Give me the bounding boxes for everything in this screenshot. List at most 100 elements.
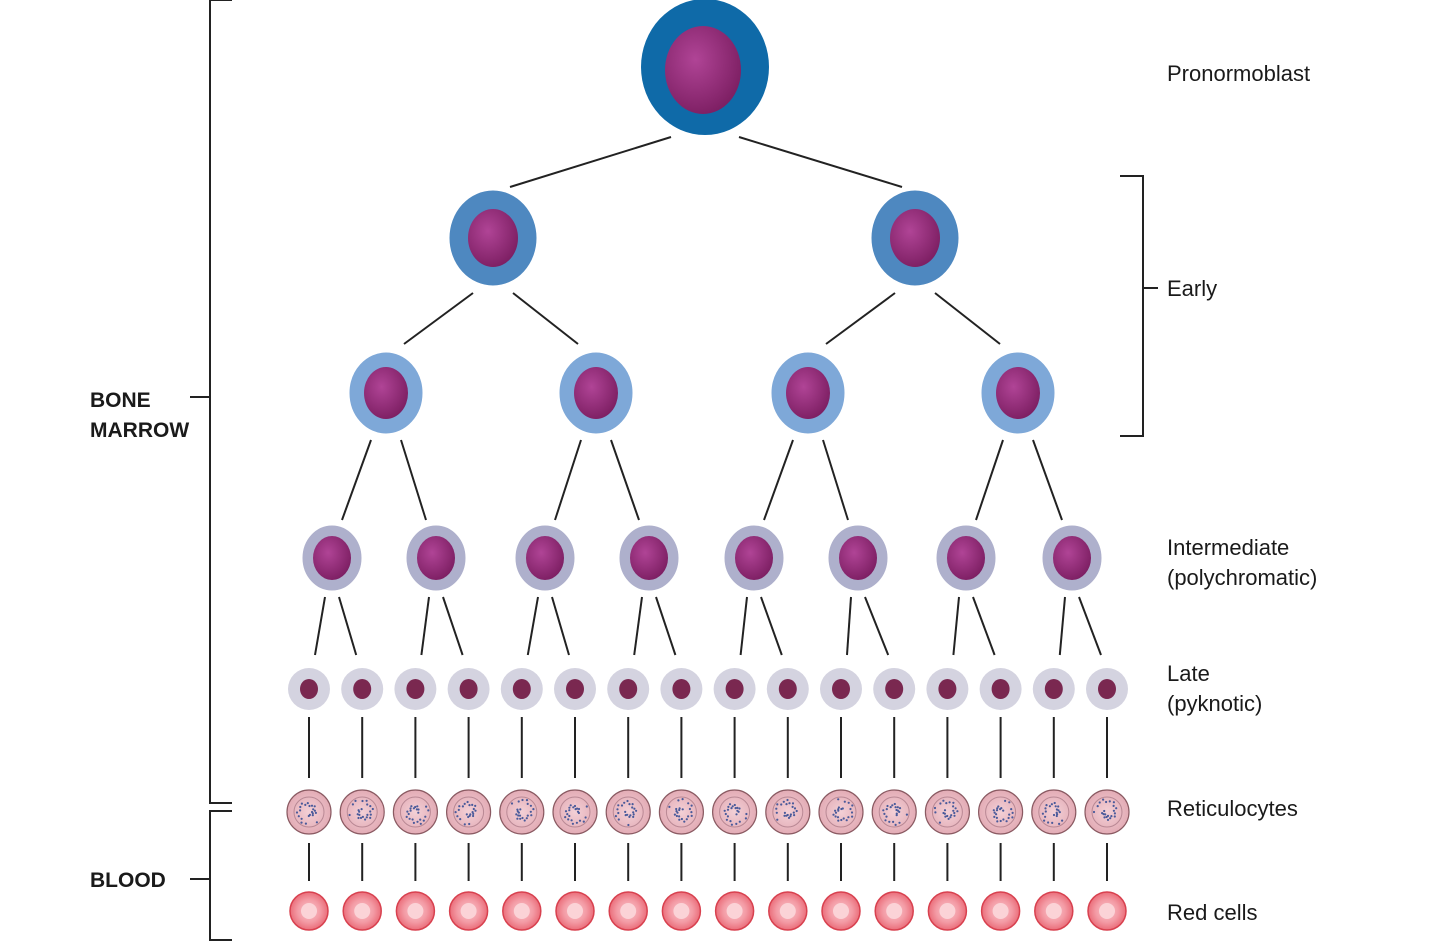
red-cell bbox=[661, 891, 702, 931]
reticulum-dot bbox=[690, 814, 693, 818]
reticulum-dot bbox=[1011, 811, 1014, 815]
reticulum-dot bbox=[1045, 804, 1048, 807]
cell-center bbox=[513, 903, 530, 919]
label-line: MARROW bbox=[90, 419, 190, 442]
reticulum-dot bbox=[733, 803, 736, 807]
reticulum-dot bbox=[952, 809, 955, 812]
reticulum-dot bbox=[723, 809, 726, 812]
cell-ring bbox=[825, 796, 857, 828]
reticulum-dot bbox=[300, 802, 303, 805]
reticulum-dot bbox=[894, 823, 897, 827]
cell-ring bbox=[931, 796, 963, 828]
reticulum-dot bbox=[369, 816, 372, 820]
reticulocyte-cell bbox=[924, 789, 971, 835]
connector-line bbox=[442, 596, 464, 656]
cell-nucleus bbox=[832, 679, 850, 699]
reticulocyte-cell bbox=[339, 789, 385, 835]
reticulum-dot bbox=[472, 807, 475, 811]
reticulum-dot bbox=[1098, 801, 1101, 804]
reticulum-dot bbox=[898, 807, 902, 810]
reticulum-dot bbox=[782, 800, 785, 803]
reticulum-dot bbox=[834, 815, 837, 818]
red-cell bbox=[395, 891, 436, 931]
reticulum-dot bbox=[776, 803, 779, 806]
reticulum-dot bbox=[564, 810, 568, 813]
reticulum-dot bbox=[463, 823, 466, 826]
cell-nucleus bbox=[630, 536, 668, 580]
connector-line bbox=[314, 596, 326, 656]
connector-line bbox=[825, 292, 896, 345]
reticulum-dot bbox=[1007, 816, 1010, 820]
reticulum-dot bbox=[472, 814, 475, 818]
reticulum-dot bbox=[883, 812, 886, 816]
connector-line bbox=[512, 292, 579, 345]
connector-line bbox=[864, 596, 890, 656]
connector-line bbox=[610, 439, 640, 521]
reticulum-dot bbox=[1010, 808, 1013, 811]
cell-body bbox=[552, 789, 598, 835]
reticulum-dot bbox=[369, 810, 372, 813]
reticulum-dot bbox=[616, 808, 619, 811]
reticulum-dot bbox=[734, 807, 737, 810]
reticulum-dot bbox=[677, 799, 680, 802]
reticulum-dot bbox=[1108, 800, 1111, 803]
cell-nucleus bbox=[778, 679, 797, 699]
reticulum-dot bbox=[627, 823, 630, 827]
connector-line bbox=[341, 439, 372, 521]
red-cell bbox=[289, 891, 329, 931]
reticulum-dot bbox=[837, 806, 841, 809]
reticulum-dot bbox=[573, 804, 577, 808]
reticulum-dot bbox=[884, 819, 887, 822]
reticulum-dot bbox=[468, 804, 471, 807]
reticulum-dot bbox=[523, 819, 526, 822]
reticulum-dot bbox=[791, 802, 795, 805]
connector-line bbox=[526, 596, 539, 656]
late-normoblast-cell bbox=[1032, 668, 1075, 710]
reticulum-dot bbox=[776, 818, 779, 821]
reticulum-dot bbox=[795, 809, 798, 813]
cell-center bbox=[567, 903, 583, 919]
reticulum-dot bbox=[738, 820, 741, 823]
intermediate-normoblast-cell bbox=[935, 524, 997, 592]
cell-nucleus bbox=[947, 536, 985, 580]
cell-ring bbox=[346, 796, 378, 828]
cell-body bbox=[1031, 789, 1077, 835]
reticulum-dot bbox=[577, 811, 581, 815]
label-early: Early bbox=[1167, 274, 1217, 304]
reticulum-dot bbox=[371, 807, 374, 811]
bone-marrow-bracket bbox=[209, 0, 232, 804]
reticulum-dot bbox=[412, 821, 415, 825]
reticulum-dot bbox=[725, 818, 729, 821]
reticulum-dot bbox=[459, 818, 462, 821]
reticulum-dot bbox=[832, 813, 835, 816]
reticulum-dot bbox=[1043, 819, 1046, 822]
reticulum-dot bbox=[1000, 807, 1003, 810]
reticulum-dot bbox=[673, 813, 677, 816]
reticulum-dot bbox=[789, 813, 793, 816]
reticulum-dot bbox=[1044, 810, 1047, 813]
reticulum-dot bbox=[1103, 809, 1106, 813]
reticulum-dot bbox=[837, 798, 840, 801]
label-red-cells: Red cells bbox=[1167, 898, 1257, 928]
connector-line bbox=[739, 596, 748, 656]
reticulum-dot bbox=[474, 809, 477, 812]
label-blood: BLOOD bbox=[90, 866, 166, 896]
reticulum-dot bbox=[369, 805, 372, 808]
cell-center bbox=[992, 903, 1009, 919]
reticulum-dot bbox=[299, 805, 302, 809]
reticulum-dot bbox=[364, 818, 367, 821]
cell-nucleus bbox=[406, 679, 425, 699]
reticulocyte-cell bbox=[765, 789, 811, 835]
reticulum-dot bbox=[1102, 798, 1105, 801]
reticulum-dot bbox=[405, 815, 408, 819]
red-cell bbox=[714, 891, 755, 931]
reticulum-dot bbox=[304, 803, 307, 807]
reticulum-dot bbox=[1110, 815, 1113, 818]
reticulum-dot bbox=[942, 799, 945, 802]
late-normoblast-cell bbox=[500, 668, 543, 710]
reticulum-dot bbox=[793, 814, 796, 817]
reticulum-dot bbox=[467, 815, 470, 819]
reticulum-dot bbox=[416, 820, 419, 823]
cell-nucleus bbox=[885, 679, 904, 699]
